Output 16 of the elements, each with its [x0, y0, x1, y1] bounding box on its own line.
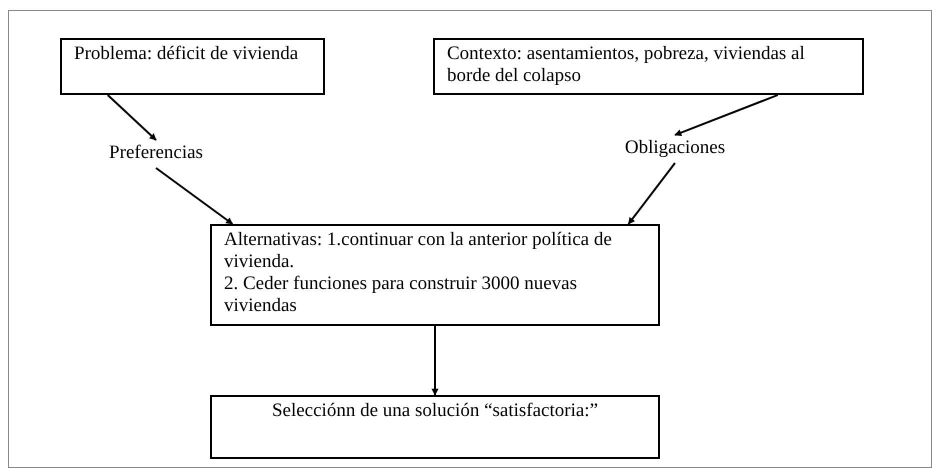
process-box — [433, 38, 864, 95]
arrow — [155, 167, 234, 225]
label-text: Preferencias — [108, 141, 204, 165]
label-text: Obligaciones — [624, 136, 726, 160]
box-text: Problema: déficit de vivienda — [74, 43, 300, 65]
box-text: Contexto: asentamientos, pobreza, viviendas al borde del colapso — [447, 43, 806, 87]
arrow — [432, 326, 438, 396]
process-box — [60, 38, 325, 95]
box-text: Selecciónn de una solución “satisfactoria:” — [270, 400, 600, 422]
process-box — [210, 395, 660, 459]
arrow — [674, 94, 778, 136]
box-text: Alternativas: 1.continuar con la anterior política de vivienda. — [224, 229, 613, 273]
arrow — [107, 94, 157, 141]
arrow — [628, 162, 676, 225]
process-box — [210, 224, 660, 326]
box-text: 2. Ceder funciones para construir 3000 nuevas viviendas — [224, 273, 578, 317]
